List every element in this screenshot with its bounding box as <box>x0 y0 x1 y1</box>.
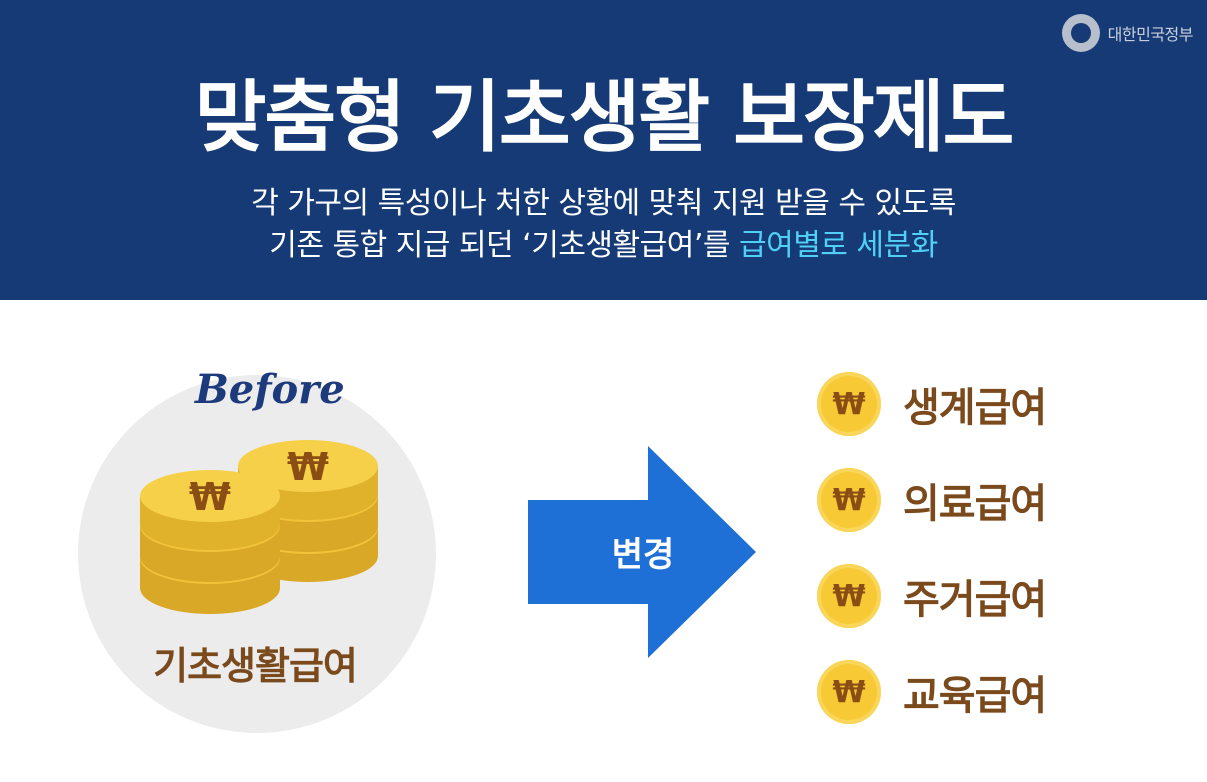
won-coin-icon: ₩ <box>817 372 881 436</box>
taegeuk-emblem-icon <box>1061 14 1100 52</box>
right-arrow-icon <box>528 446 756 658</box>
benefit-item-education: ₩ 교육급여 <box>817 660 1047 724</box>
benefit-item-label: 생계급여 <box>903 385 1047 431</box>
benefit-item-label: 의료급여 <box>903 481 1047 527</box>
benefit-item-label: 주거급여 <box>903 577 1047 623</box>
change-label: 변경 <box>611 535 675 575</box>
benefit-item-housing: ₩ 주거급여 <box>817 564 1047 628</box>
front-coin-stack: ₩ <box>140 470 280 614</box>
basic-livelihood-benefit-label: 기초생활급여 <box>153 644 358 688</box>
subtitle-highlight: 급여별로 세분화 <box>739 228 938 263</box>
benefit-item-label: 교육급여 <box>903 673 1047 719</box>
subtitle-line-2-text: 기존 통합 지급 되던 ‘기초생활급여’를 <box>269 228 730 263</box>
government-logo-text: 대한민국정부 <box>1107 25 1194 44</box>
front-coin-symbol: ₩ <box>189 475 231 519</box>
won-coin-icon: ₩ <box>817 660 881 724</box>
won-coin-icon: ₩ <box>817 564 881 628</box>
header-banner: 대한민국정부 맞춤형 기초생활 보장제도 각 가구의 특성이나 처한 상황에 맞… <box>0 0 1207 300</box>
benefit-item-livelihood: ₩ 생계급여 <box>817 372 1047 436</box>
back-coin-symbol: ₩ <box>287 445 329 489</box>
subtitle-line-1: 각 가구의 특성이나 처한 상황에 맞춰 지원 받을 수 있도록 <box>251 186 956 221</box>
benefit-item-medical: ₩ 의료급여 <box>817 468 1047 532</box>
government-logo: 대한민국정부 <box>1061 14 1194 52</box>
won-coin-icon: ₩ <box>817 468 881 532</box>
before-label: Before <box>195 366 345 413</box>
subtitle-line-2: 기존 통합 지급 되던 ‘기초생활급여’를 급여별로 세분화 <box>0 220 1207 264</box>
coin-stack-icon: ₩ ₩ <box>140 440 378 614</box>
page-title: 맞춤형 기초생활 보장제도 <box>194 73 1015 163</box>
